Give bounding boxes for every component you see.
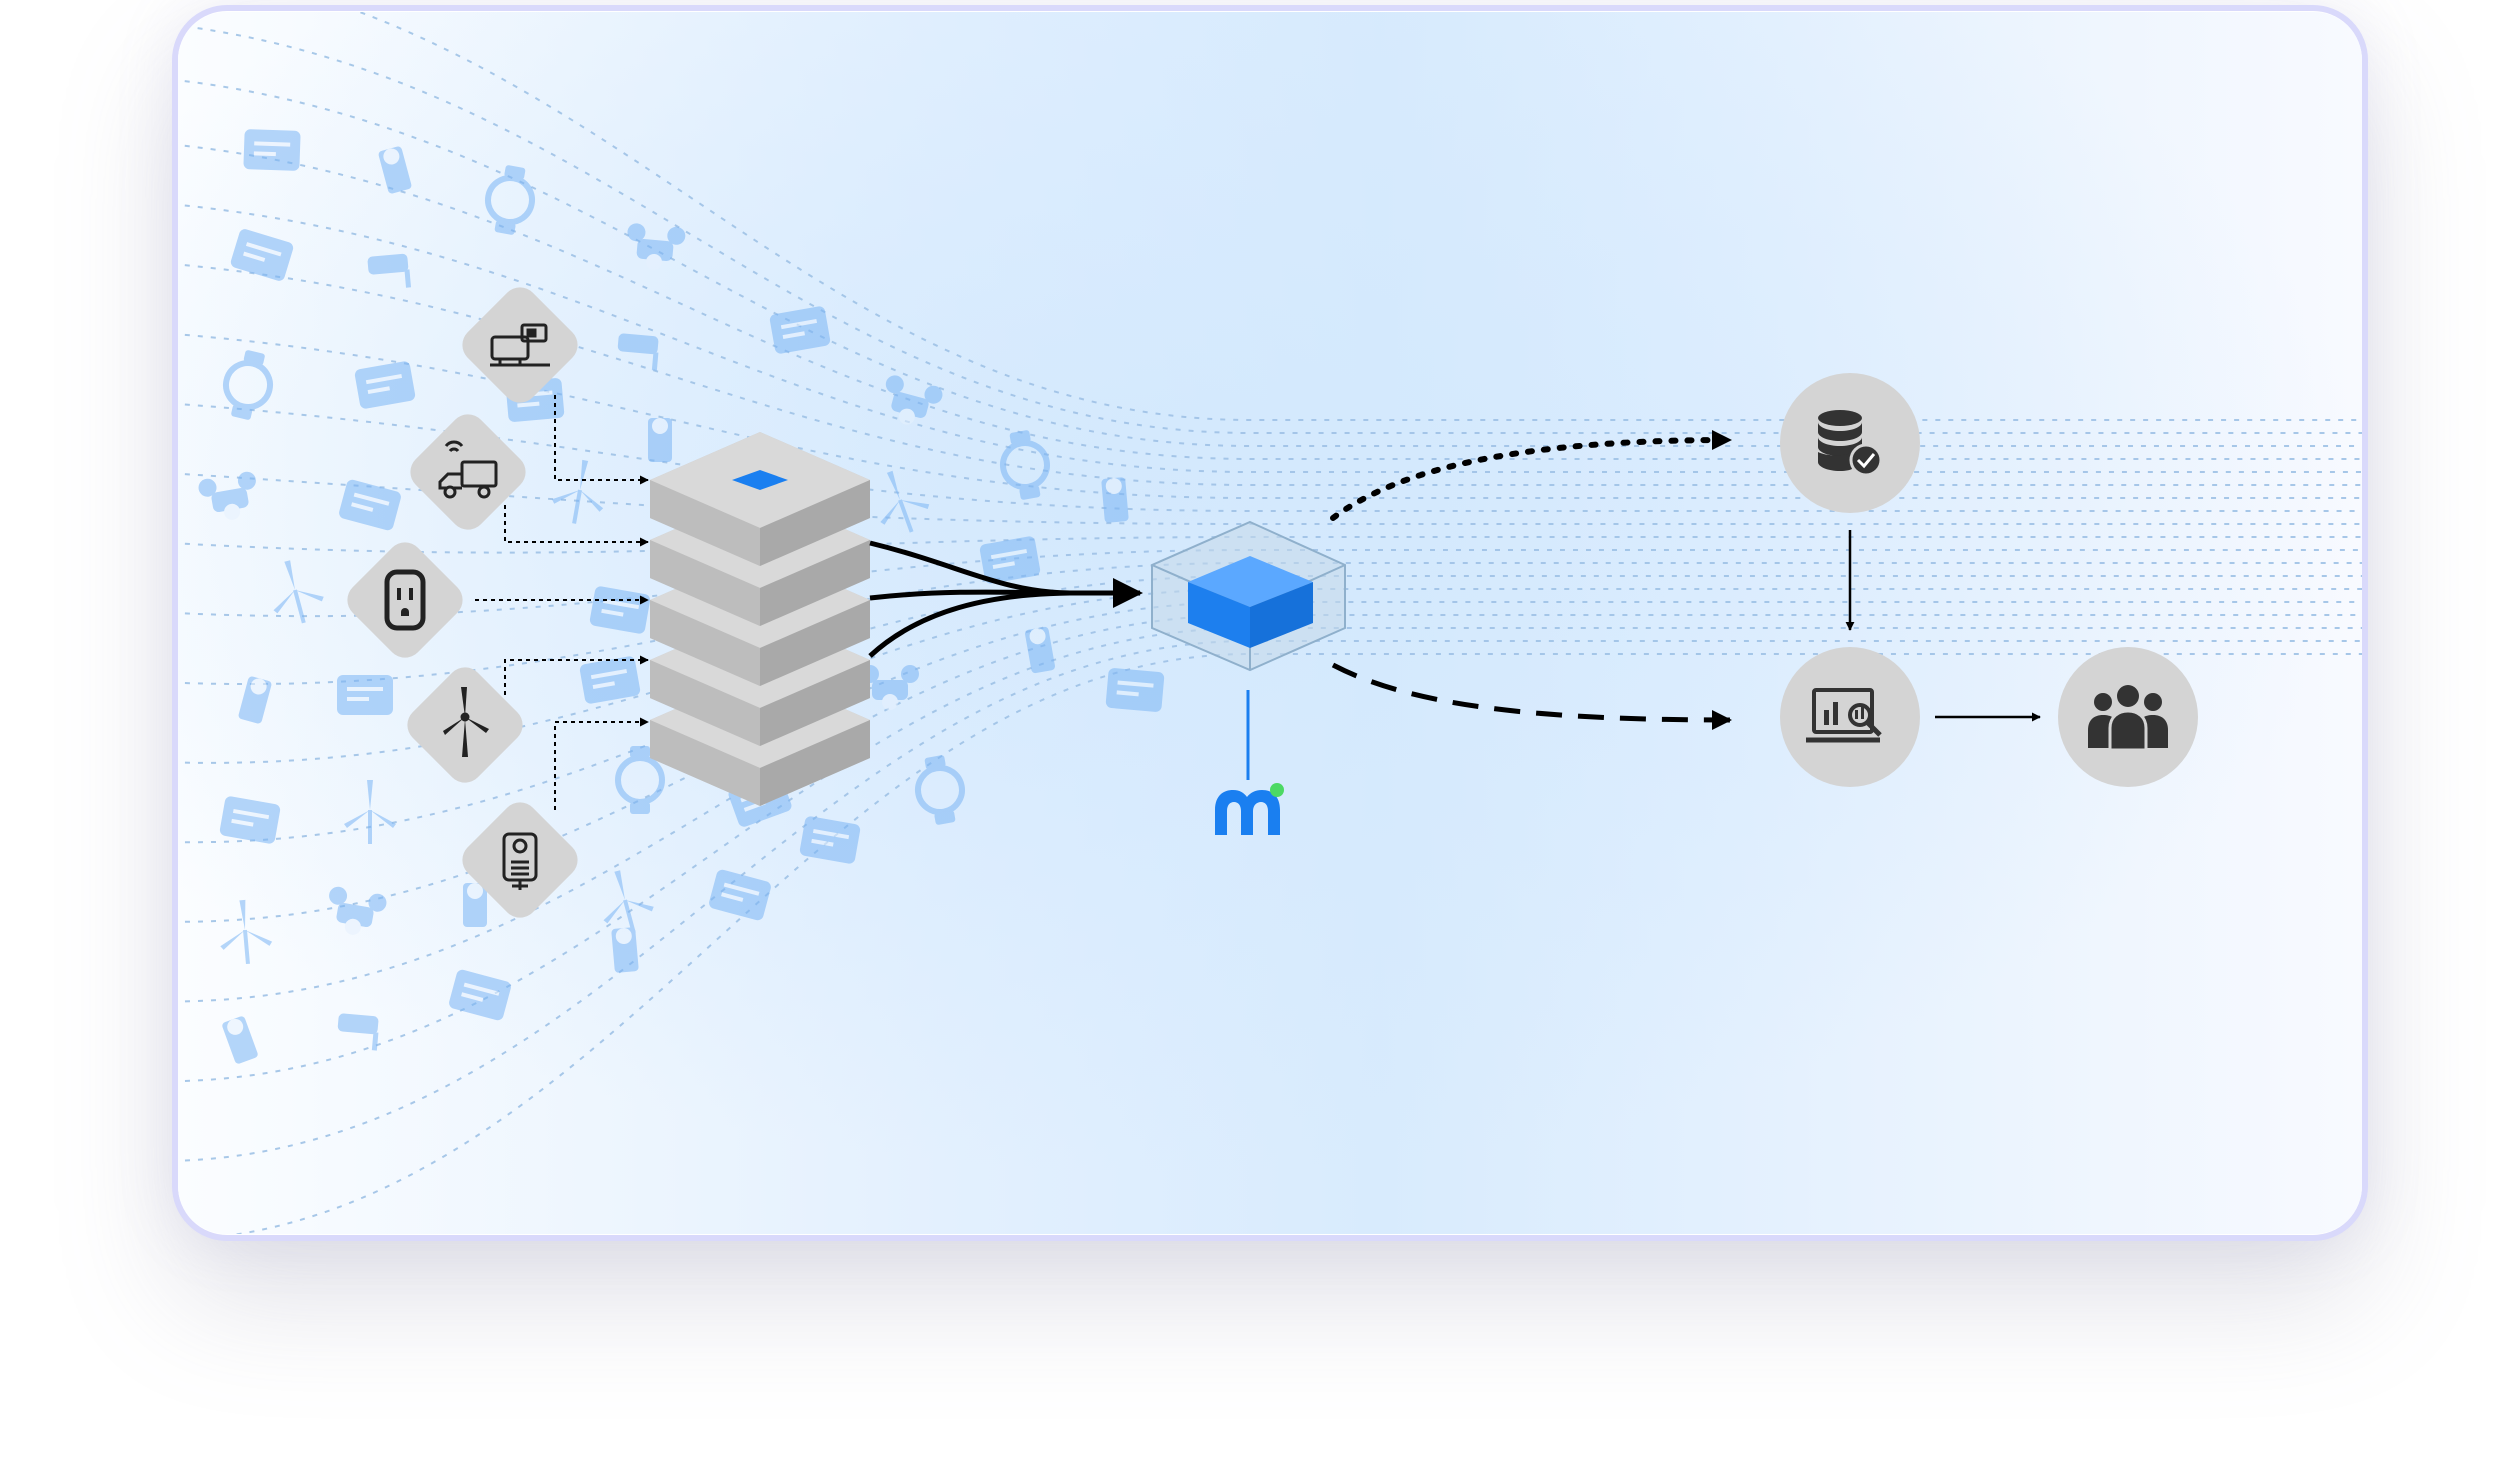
ev-charger-icon — [611, 927, 639, 973]
source-node-smart-plug — [347, 542, 463, 658]
analytics-report-icon — [1806, 688, 1882, 743]
drone-icon — [627, 223, 686, 270]
meter-icon — [243, 129, 301, 171]
source-node-delivery-truck — [410, 414, 526, 530]
factory-machine-icon — [490, 323, 550, 367]
ingestion-layer — [650, 432, 870, 566]
flow-trail — [178, 535, 2362, 554]
connector-factory — [554, 395, 649, 485]
wind-turbine-icon — [603, 870, 654, 934]
source-devices — [347, 287, 578, 918]
wind-turbine-icon — [273, 560, 324, 624]
chart-card-icon — [589, 586, 651, 634]
ev-charger-icon — [222, 1016, 258, 1064]
cctv-camera-icon — [337, 1013, 379, 1051]
dotted-arrow-to-database — [1330, 430, 1733, 521]
flow-trail — [178, 12, 2362, 422]
wifi-card-icon — [449, 969, 511, 1021]
data-cube-icon — [1188, 556, 1313, 648]
chart-card-icon — [799, 816, 861, 864]
wifi-card-icon — [979, 536, 1041, 584]
meter-icon — [219, 796, 281, 844]
drone-icon — [885, 375, 943, 425]
wind-turbine-icon — [443, 687, 489, 757]
ev-charger-icon — [463, 883, 487, 927]
cctv-camera-icon — [617, 333, 659, 371]
watch-icon — [915, 755, 965, 825]
watch-icon — [485, 165, 535, 235]
ev-charger-icon — [378, 146, 412, 194]
output-node-database — [1780, 373, 1920, 513]
flow-trail — [178, 613, 2362, 1003]
cctv-camera-icon — [367, 253, 412, 288]
ev-charger-icon — [648, 418, 672, 462]
wind-turbine-icon — [880, 470, 930, 533]
ev-charger-icon — [1101, 477, 1129, 523]
wind-turbine-icon — [220, 899, 273, 965]
chart-card-icon — [709, 869, 771, 921]
ingestion-stack — [650, 432, 870, 806]
wind-turbine-icon — [551, 459, 604, 524]
merge-arrow-bottom — [868, 590, 1071, 658]
flow-trail — [178, 587, 2362, 844]
output-arrows — [1330, 430, 2041, 730]
wifi-card-icon — [579, 656, 641, 704]
chart-card-icon — [354, 361, 416, 409]
flow-trail — [178, 329, 2362, 500]
watch-icon — [615, 746, 665, 814]
source-connectors — [475, 395, 649, 810]
brand-logo-icon — [1215, 783, 1284, 835]
wifi-card-icon — [769, 306, 831, 354]
wifi-card-icon — [339, 479, 401, 531]
meter-icon — [1105, 668, 1165, 712]
watch-icon — [1000, 430, 1050, 500]
user-group-icon — [2088, 685, 2168, 752]
source-node-factory-machine — [462, 287, 578, 403]
ev-charger-icon — [238, 676, 272, 724]
watch-icon — [223, 350, 273, 420]
output-node-users — [2058, 647, 2198, 787]
drone-icon — [329, 886, 387, 935]
connector-turbine — [504, 655, 649, 695]
flow-trail — [178, 74, 2362, 448]
ev-charger-icon — [1024, 626, 1056, 674]
meter-device-icon — [502, 832, 538, 890]
database-check-icon — [1818, 410, 1883, 477]
source-node-wind-turbine — [407, 667, 523, 783]
delivery-truck-icon — [438, 440, 498, 499]
hub-cube — [1151, 520, 1346, 672]
smart-plug-icon — [384, 569, 426, 631]
connector-meter — [554, 717, 649, 810]
wifi-card-icon — [230, 229, 294, 281]
source-node-meter-device — [462, 802, 578, 918]
flow-trail — [178, 561, 2362, 686]
drone-icon — [198, 471, 256, 520]
merge-arrows — [868, 540, 1143, 658]
flow-trail — [178, 19, 2362, 435]
meter-icon — [337, 675, 393, 715]
wind-turbine-icon — [344, 780, 396, 844]
output-node-analytics — [1780, 647, 1920, 787]
